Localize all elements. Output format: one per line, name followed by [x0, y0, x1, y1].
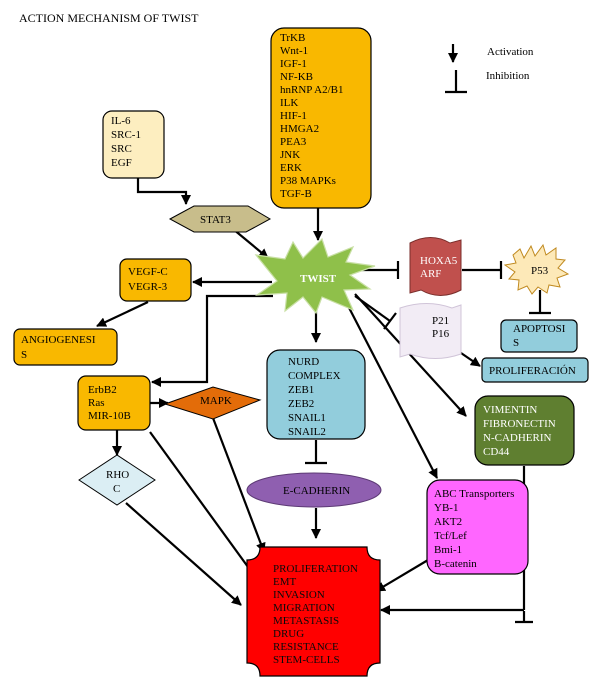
nurd-text: NURD COMPLEX ZEB1 ZEB2 SNAIL1 SNAIL2 [288, 356, 343, 438]
p21-flag: P21 P16 [399, 303, 462, 359]
vimentin-box: VIMENTIN FIBRONECTIN N-CADHERIN CD44 [474, 395, 575, 466]
vegf-box: VEGF-C VEGR-3 [119, 258, 192, 302]
erbb2-text: ErbB2 Ras MIR-10B [88, 384, 131, 422]
abc-text: ABC Transporters YB-1 AKT2 Tcf/Lef Bmi-1… [434, 488, 517, 570]
apoptosis-box: APOPTOSI S [500, 319, 578, 353]
mapk-label: MAPK [200, 395, 232, 407]
p53-label: P53 [531, 265, 549, 277]
legend-activation-label: Activation [487, 46, 534, 58]
diagram-title: ACTION MECHANISM OF TWIST [19, 11, 199, 25]
il6-group-box: IL-6 SRC-1 SRC EGF [102, 110, 165, 179]
apoptosis-text: APOPTOSI S [513, 323, 568, 349]
twist-node: TWIST [254, 237, 376, 315]
il6-group-text: IL-6 SRC-1 SRC EGF [111, 115, 144, 169]
proliferacion-label: PROLIFERACIÓN [489, 365, 576, 377]
hoxa5-text: HOXA5 ARF [420, 255, 460, 280]
angiogenesis-text: ANGIOGENESI S [21, 334, 98, 361]
ecadherin-node: E-CADHERIN [246, 472, 382, 508]
hoxa5-flag: HOXA5 ARF [409, 237, 462, 296]
stat3-node: STAT3 [168, 205, 272, 233]
erbb2-box: ErbB2 Ras MIR-10B [77, 375, 151, 431]
p21-text: P21 P16 [432, 315, 452, 340]
twist-label: TWIST [300, 273, 337, 285]
p53-node: P53 [503, 243, 570, 295]
proliferacion-box: PROLIFERACIÓN [481, 357, 589, 383]
nurd-box: NURD COMPLEX ZEB1 ZEB2 SNAIL1 SNAIL2 [266, 349, 366, 440]
vimentin-text: VIMENTIN FIBRONECTIN N-CADHERIN CD44 [483, 404, 558, 458]
legend-inhibition-label: Inhibition [486, 70, 530, 82]
outcome-text: PROLIFERATION EMT INVASION MIGRATION MET… [273, 563, 361, 666]
upstream-factors-box: TrKB Wnt-1 IGF-1 NF-KB hnRNP A2/B1 ILK H… [270, 27, 372, 209]
stat3-label: STAT3 [200, 214, 231, 226]
mapk-node: MAPK [163, 386, 262, 420]
upstream-factors-text: TrKB Wnt-1 IGF-1 NF-KB hnRNP A2/B1 ILK H… [280, 32, 346, 200]
angiogenesis-box: ANGIOGENESI S [13, 328, 118, 366]
outcome-box: PROLIFERATION EMT INVASION MIGRATION MET… [246, 546, 381, 677]
ecadherin-label: E-CADHERIN [283, 485, 350, 497]
abc-box: ABC Transporters YB-1 AKT2 Tcf/Lef Bmi-1… [426, 479, 529, 575]
rhoc-node: RHO C [78, 454, 156, 506]
vegf-text: VEGF-C VEGR-3 [128, 266, 170, 293]
legend: Activation Inhibition [445, 44, 534, 94]
rhoc-text: RHO C [106, 469, 132, 495]
